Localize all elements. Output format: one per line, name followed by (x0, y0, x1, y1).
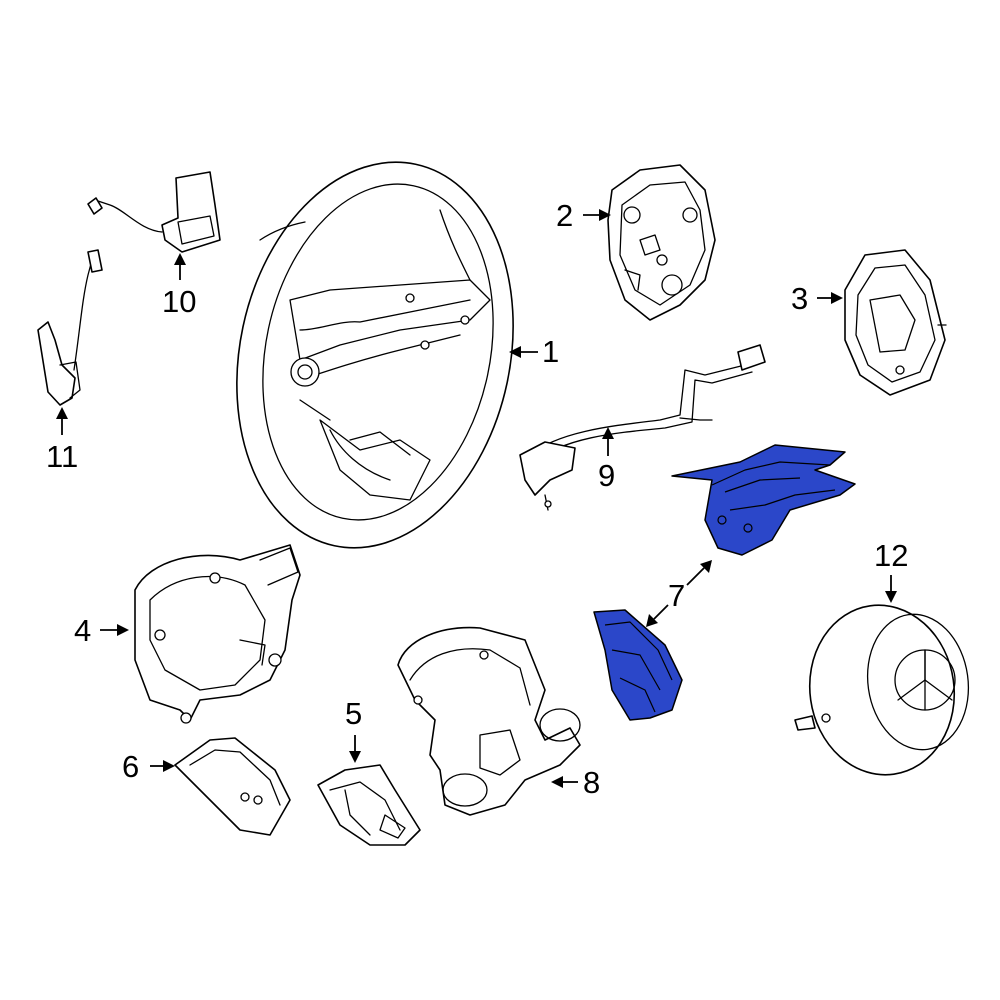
part-7-upper-switch[interactable] (671, 444, 856, 556)
part-7-switch-assembly[interactable] (593, 444, 856, 721)
part-1-steering-wheel[interactable] (202, 136, 547, 574)
callout-6: 6 (122, 749, 139, 784)
arrow-7-upper-icon (700, 560, 712, 573)
part-11-paddle-switch[interactable] (37, 249, 103, 406)
callout-10: 10 (162, 284, 196, 319)
arrow-11-icon (56, 407, 68, 419)
callout-2: 2 (556, 198, 573, 233)
callout-5: 5 (345, 696, 362, 731)
callout-1: 1 (542, 334, 559, 369)
callout-11: 11 (46, 439, 78, 474)
arrow-6-icon (163, 760, 175, 772)
part-12-airbag[interactable] (794, 596, 977, 784)
part-2-backing-plate[interactable] (607, 164, 716, 321)
callout-4: 4 (74, 613, 91, 648)
arrow-9-icon (602, 427, 614, 439)
part-5-trim-piece[interactable] (317, 764, 421, 846)
arrow-10-icon (174, 253, 186, 265)
part-4-lower-cover[interactable] (134, 544, 301, 724)
arrow-7-lower-icon (646, 614, 658, 627)
leader-lines (56, 209, 897, 788)
part-9-wiring-harness[interactable] (519, 344, 766, 511)
callout-9: 9 (598, 458, 615, 493)
callout-12: 12 (874, 538, 908, 573)
arrow-1-icon (509, 346, 521, 358)
arrow-2-icon (599, 209, 611, 221)
callout-labels: 1 2 3 4 5 6 7 8 9 10 11 12 (46, 198, 908, 800)
callout-7: 7 (668, 578, 685, 613)
part-7-lower-switch[interactable] (593, 609, 683, 721)
arrow-12-icon (885, 591, 897, 603)
part-10-connector[interactable] (87, 171, 221, 253)
callout-8: 8 (583, 765, 600, 800)
arrow-8-icon (551, 776, 563, 788)
callout-3: 3 (791, 281, 808, 316)
part-8-column-module[interactable] (397, 626, 581, 816)
arrow-3-icon (831, 292, 843, 304)
arrow-5-icon (349, 751, 361, 763)
part-6-trim-bracket[interactable] (174, 737, 291, 836)
part-3-cover-plate[interactable] (844, 249, 947, 396)
arrow-4-icon (117, 624, 129, 636)
